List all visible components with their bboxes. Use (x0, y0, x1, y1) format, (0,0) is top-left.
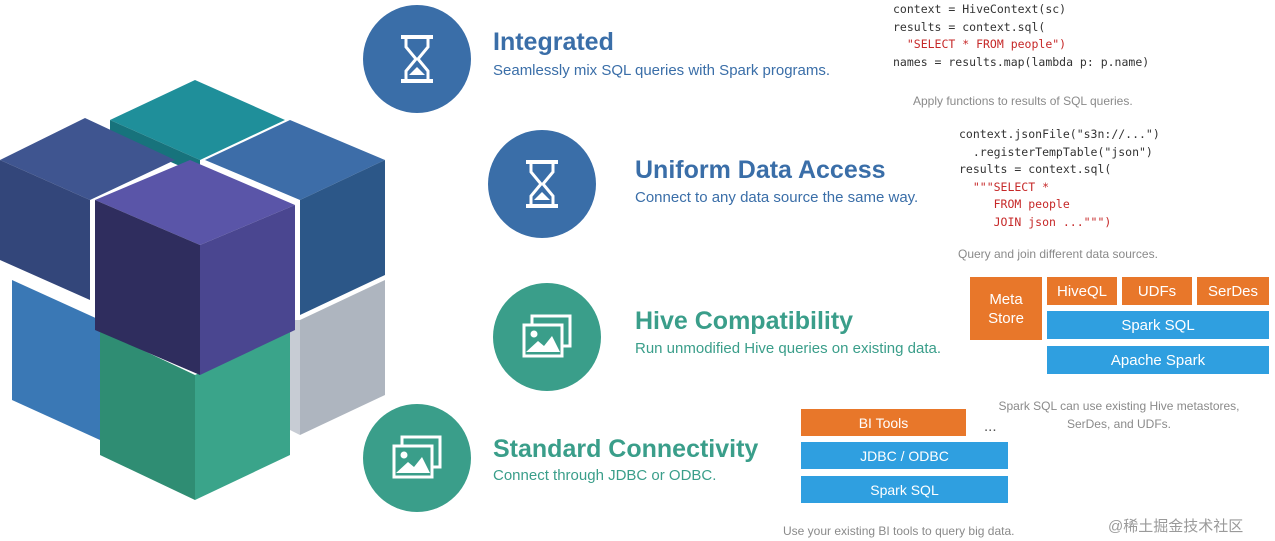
code-line: JOIN json ...""") (959, 214, 1112, 229)
code-line: results = context.sql( (959, 162, 1112, 176)
feature-subtitle: Connect through JDBC or ODBC. (493, 467, 717, 484)
code-line: context.jsonFile("s3n://...") (959, 127, 1160, 141)
feature-integrated-circle (363, 5, 471, 113)
feature-uniform-circle (488, 130, 596, 238)
udfs-box: UDFs (1122, 277, 1192, 305)
bi-tools-box: BI Tools (801, 409, 966, 436)
code-caption: Apply functions to results of SQL querie… (913, 94, 1133, 108)
image-gallery-icon (392, 435, 442, 479)
meta-store-box: Meta Store (970, 277, 1042, 340)
feature-title: Standard Connectivity (493, 435, 759, 463)
code-caption: Query and join different data sources. (958, 247, 1158, 261)
serdes-box: SerDes (1197, 277, 1269, 305)
ellipsis-text: ... (984, 418, 997, 435)
feature-title: Uniform Data Access (635, 156, 886, 184)
code-line: results = context.sql( (893, 19, 1046, 34)
feature-connectivity-circle (363, 404, 471, 512)
jdbc-odbc-box: JDBC / ODBC (801, 442, 1008, 469)
code-line: names = results.map(lambda p: p.name) (893, 54, 1150, 69)
watermark-text: @稀土掘金技术社区 (1108, 518, 1244, 535)
hive-caption-line: SerDes, and UDFs. (1066, 417, 1172, 431)
feature-title: Integrated (493, 28, 614, 56)
connectivity-caption: Use your existing BI tools to query big … (783, 524, 1015, 538)
spark-sql-box: Spark SQL (1047, 311, 1269, 339)
cube-logo (0, 80, 385, 500)
feature-subtitle: Connect to any data source the same way. (635, 189, 919, 206)
feature-subtitle: Run unmodified Hive queries on existing … (635, 340, 942, 357)
hourglass-icon (526, 160, 558, 208)
hive-caption: Spark SQL can use existing Hive metastor… (984, 397, 1254, 433)
connectivity-spark-sql-box: Spark SQL (801, 476, 1008, 503)
hiveql-box: HiveQL (1047, 277, 1117, 305)
code-line: """SELECT * (959, 179, 1050, 194)
code-snippet-uniform: context.jsonFile("s3n://...") .registerT… (959, 126, 1160, 231)
hourglass-icon (401, 35, 433, 83)
image-gallery-icon (522, 314, 572, 358)
code-line: "SELECT * FROM people") (893, 37, 1067, 51)
hive-caption-line: Spark SQL can use existing Hive metastor… (998, 399, 1240, 413)
code-line: context = HiveContext(sc) (893, 2, 1067, 16)
code-line: .registerTempTable("json") (959, 144, 1153, 159)
apache-spark-box: Apache Spark (1047, 346, 1269, 374)
feature-title: Hive Compatibility (635, 307, 854, 335)
code-snippet-integrated: context = HiveContext(sc) results = cont… (893, 1, 1149, 71)
feature-subtitle: Seamlessly mix SQL queries with Spark pr… (493, 62, 831, 79)
feature-hive-circle (493, 283, 601, 391)
code-line: FROM people (959, 197, 1070, 211)
